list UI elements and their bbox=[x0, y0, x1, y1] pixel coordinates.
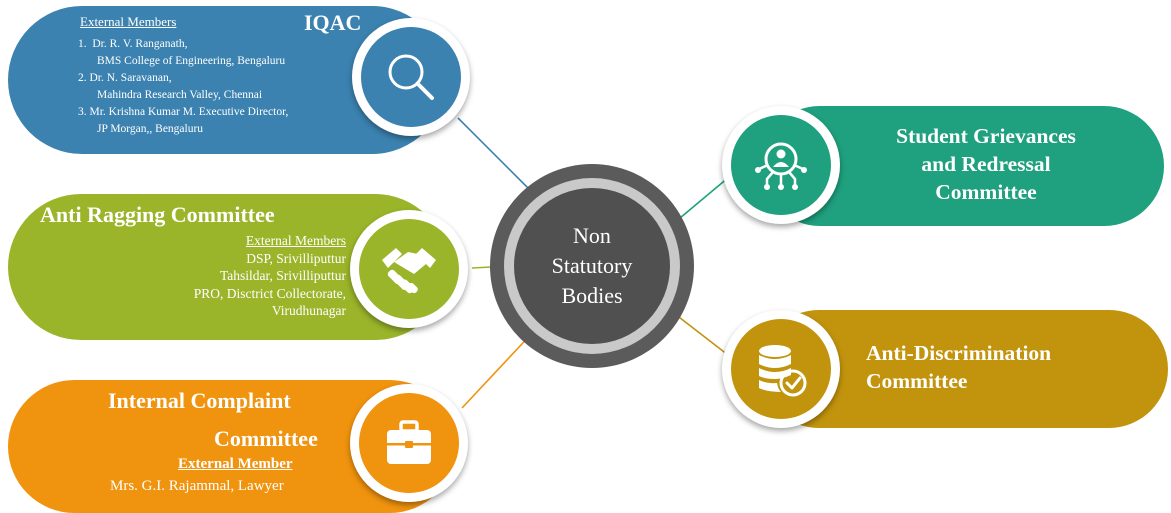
user-network-icon bbox=[755, 142, 807, 190]
handshake-icon bbox=[382, 248, 436, 294]
anti-ragging-title: Anti Ragging Committee bbox=[40, 202, 275, 227]
internal-complaint-icon-circle bbox=[350, 384, 468, 502]
center-hub: Non Statutory Bodies bbox=[490, 164, 694, 368]
anti-ragging-icon-circle bbox=[350, 210, 468, 328]
anti-ragging-member-2: Tahsildar, Srivilliputtur bbox=[219, 268, 346, 283]
anti-ragging-member-3: PRO, Disctrict Collectorate, bbox=[193, 285, 346, 301]
internal-complaint-external-member-heading: External Member bbox=[178, 456, 293, 472]
internal-complaint-title-line2: Committee bbox=[214, 426, 318, 451]
student-grievances-title: Student Grievances and Redressal Committ… bbox=[836, 122, 1136, 206]
center-hub-inner: Non Statutory Bodies bbox=[514, 188, 670, 344]
anti-ragging-member-3-cont: Virudhunagar bbox=[271, 303, 346, 318]
iqac-member-3: 3. Mr. Krishna Kumar M. Executive Direct… bbox=[78, 106, 289, 118]
center-hub-ring: Non Statutory Bodies bbox=[504, 178, 680, 354]
iqac-external-members-heading: External Members bbox=[80, 14, 177, 29]
center-label-line3: Bodies bbox=[561, 283, 623, 308]
anti-discrimination-title: Anti-Discrimination Committee bbox=[866, 339, 1051, 395]
iqac-member-3-org: JP Morgan,, Bengaluru bbox=[97, 123, 204, 135]
database-check-icon bbox=[759, 345, 807, 397]
iqac-member-1: 1. Dr. R. V. Ranganath, bbox=[78, 38, 188, 50]
connector-anti-discrimination bbox=[674, 313, 729, 356]
iqac-title: IQAC bbox=[304, 10, 362, 35]
student-grievances-title-line2: and Redressal bbox=[921, 152, 1051, 176]
iqac-member-list: 1. Dr. R. V. Ranganath, BMS College of E… bbox=[78, 36, 378, 138]
internal-complaint-member: Mrs. G.I. Rajammal, Lawyer bbox=[110, 478, 284, 494]
iqac-member-2-org: Mahindra Research Valley, Chennai bbox=[97, 89, 263, 101]
anti-ragging-external-members-heading: External Members bbox=[245, 233, 346, 248]
anti-discrimination-title-line2: Committee bbox=[866, 369, 968, 393]
iqac-member-1-org: BMS College of Engineering, Bengaluru bbox=[97, 55, 286, 67]
internal-complaint-title-line1: Internal Complaint bbox=[108, 388, 291, 413]
center-label-line1: Non bbox=[573, 223, 611, 248]
student-grievances-title-line3: Committee bbox=[935, 180, 1037, 204]
anti-ragging-details: External Members DSP, Srivilliputtur Tah… bbox=[110, 232, 346, 320]
center-label-line2: Statutory bbox=[551, 253, 633, 278]
student-grievances-title-line1: Student Grievances bbox=[896, 124, 1076, 148]
anti-discrimination-title-line1: Anti-Discrimination bbox=[866, 341, 1052, 365]
anti-ragging-member-1: DSP, Srivilliputtur bbox=[246, 250, 346, 266]
student-grievances-icon-circle bbox=[722, 106, 840, 224]
anti-discrimination-icon-circle bbox=[722, 310, 840, 428]
search-icon bbox=[388, 54, 434, 100]
iqac-icon-circle bbox=[352, 18, 470, 136]
briefcase-icon bbox=[387, 420, 431, 464]
connector-internal-complaint bbox=[461, 329, 536, 409]
iqac-member-2: 2. Dr. N. Saravanan, bbox=[78, 72, 172, 84]
